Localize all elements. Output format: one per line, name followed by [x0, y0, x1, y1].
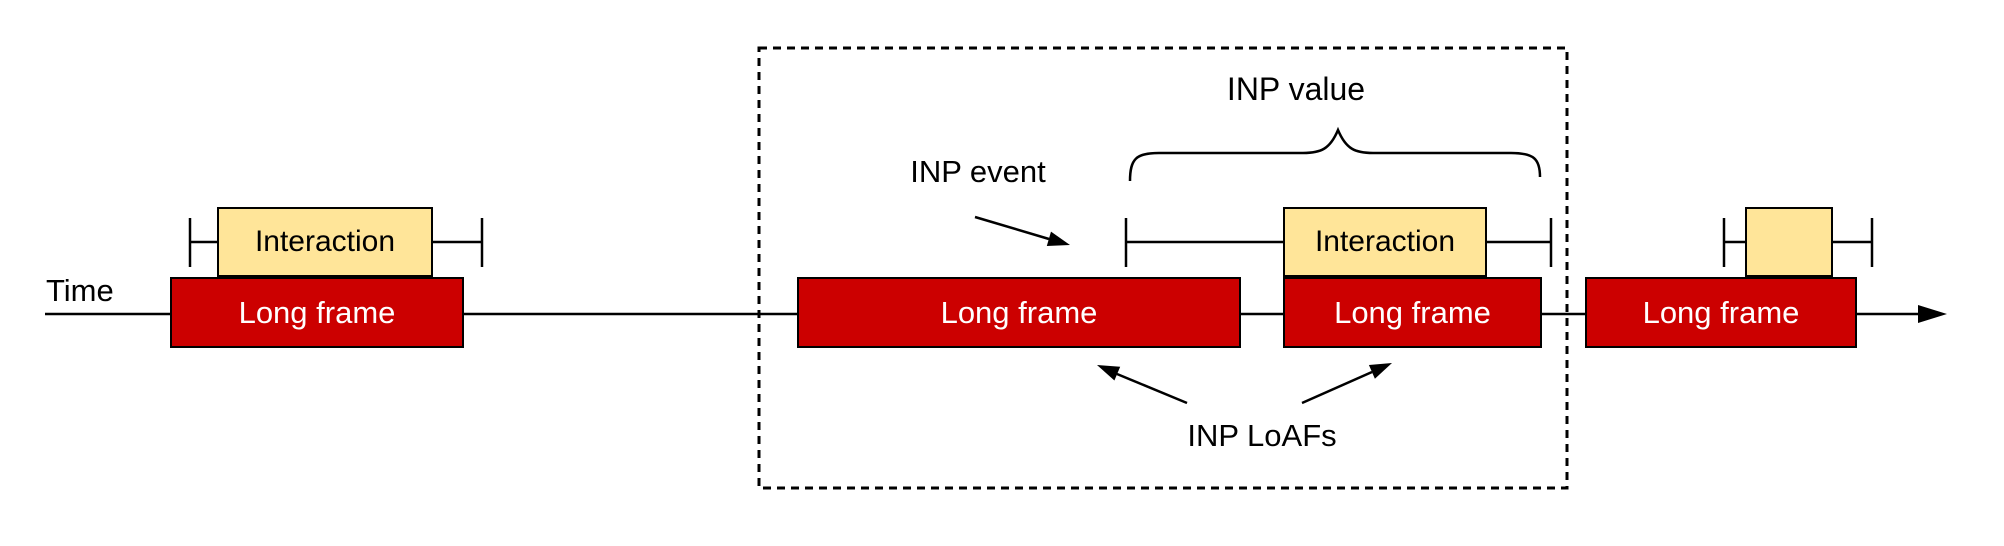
inp-value-label: INP value: [1226, 71, 1366, 107]
interaction-box-3: [1745, 207, 1833, 277]
interaction-2-whiskers: [1124, 218, 1553, 267]
time-axis-label: Time: [46, 273, 114, 308]
inp-loafs-label: INP LoAFs: [1187, 418, 1337, 453]
inp-loafs-left-arrow-icon: [1097, 365, 1188, 405]
long-frame-label: Long frame: [238, 295, 396, 330]
inp-region-dashed-box: [757, 46, 1569, 490]
interaction-box-1: Interaction: [217, 207, 433, 277]
inp-value-brace-icon: [1128, 126, 1542, 182]
inp-event-label: INP event: [910, 154, 1046, 189]
long-frame-box-4: Long frame: [1585, 277, 1857, 348]
inp-loafs-right-arrow-icon: [1301, 363, 1392, 405]
long-frame-label: Long frame: [1642, 295, 1800, 330]
long-frame-label: Long frame: [940, 295, 1098, 330]
interaction-label: Interaction: [254, 225, 396, 258]
interaction-box-2: Interaction: [1283, 207, 1487, 277]
long-frame-box-1: Long frame: [170, 277, 464, 348]
long-frame-box-2: Long frame: [797, 277, 1241, 348]
interaction-label: Interaction: [1314, 225, 1456, 258]
timeline-arrowhead-icon: [1918, 305, 1947, 323]
interaction-1-whiskers: [188, 218, 484, 267]
long-frame-label: Long frame: [1334, 295, 1491, 330]
long-frame-box-3: Long frame: [1283, 277, 1542, 348]
interaction-3-whiskers: [1722, 218, 1874, 267]
inp-event-arrow-icon: [974, 215, 1070, 246]
